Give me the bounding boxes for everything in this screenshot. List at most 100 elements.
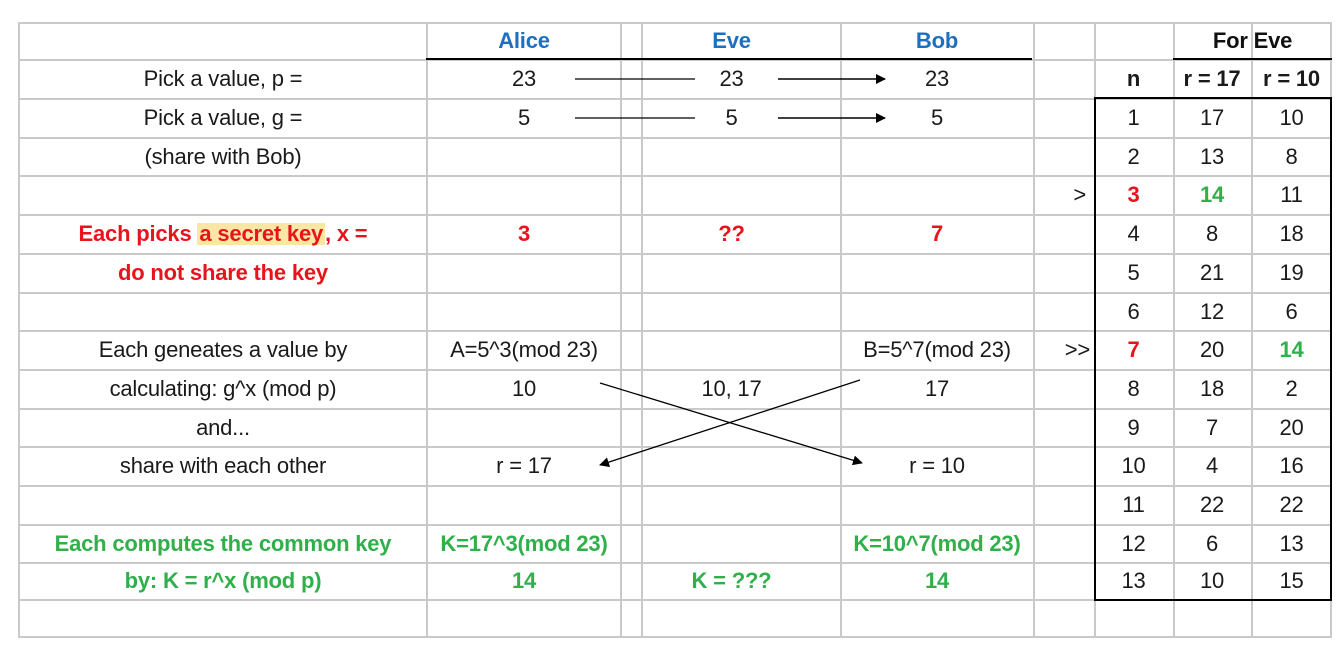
table-cell-r10: 20 <box>1279 414 1304 440</box>
table-cell-r17: 8 <box>1205 221 1219 246</box>
row-marker: >> <box>1064 337 1090 362</box>
r10-column-header: r = 10 <box>1263 66 1320 91</box>
share-with-bob-label: (share with Bob) <box>144 143 302 169</box>
gridline <box>18 485 1332 487</box>
common-key-label-line2: by: K = r^x (mod p) <box>124 568 322 593</box>
eve-secret-key: ?? <box>718 221 745 246</box>
table-cell-r17: 22 <box>1199 492 1225 517</box>
bob-header: Bob <box>915 28 959 53</box>
bob-p-value: 23 <box>924 66 950 91</box>
gridline <box>18 369 1332 371</box>
table-cell-r17: 6 <box>1205 530 1219 556</box>
gridline <box>1173 22 1175 638</box>
table-cell-r10: 13 <box>1279 530 1304 556</box>
table-cell-n: 3 <box>1127 182 1140 207</box>
generate-label-line2: calculating: g^x (mod p) <box>109 376 337 401</box>
table-cell-r17: 4 <box>1205 453 1219 478</box>
table-cell-n: 11 <box>1122 492 1145 517</box>
table-cell-r10: 16 <box>1279 453 1304 478</box>
row-marker: > <box>1073 182 1086 207</box>
r17-column-header: r = 17 <box>1183 66 1241 91</box>
pick-p-label: Pick a value, p = <box>143 66 303 91</box>
gridline <box>18 175 1332 177</box>
secret-key-highlight: a secret key <box>197 221 326 246</box>
bob-formula: B=5^7(mod 23) <box>863 337 1011 362</box>
bob-received-r: r = 10 <box>909 453 965 478</box>
gridline <box>18 214 1332 216</box>
common-key-label-line1: Each computes the common key <box>54 530 392 556</box>
alice-common-key: 14 <box>511 568 537 593</box>
table-cell-r10: 15 <box>1279 568 1304 593</box>
gridline <box>18 562 1332 564</box>
alice-p-value: 23 <box>511 66 537 91</box>
alice-secret-key: 3 <box>517 221 531 246</box>
header-underline <box>1173 58 1332 60</box>
alice-public-value: 10 <box>511 376 537 401</box>
gridline <box>18 599 1332 601</box>
alice-received-r: r = 17 <box>496 453 552 478</box>
gridline <box>641 22 643 638</box>
bob-secret-key: 7 <box>930 221 944 246</box>
gridline <box>620 22 622 638</box>
table-cell-r10: 8 <box>1285 143 1298 169</box>
n-column-header: n <box>1126 66 1141 91</box>
table-cell-r17: 17 <box>1199 105 1225 130</box>
table-cell-n: 10 <box>1121 453 1146 478</box>
gridline <box>1251 22 1253 638</box>
eve-common-key: K = ??? <box>691 568 772 593</box>
gridline <box>18 22 1332 24</box>
table-cell-r10: 6 <box>1285 298 1298 324</box>
table-cell-n: 6 <box>1127 298 1140 324</box>
table-border-right <box>1330 97 1332 601</box>
eve-header: Eve <box>712 28 751 53</box>
gridline <box>18 59 1332 61</box>
eve-g-value: 5 <box>725 105 738 130</box>
table-cell-n: 5 <box>1127 260 1140 285</box>
table-cell-r17: 10 <box>1199 568 1225 593</box>
table-border-bottom <box>1094 599 1332 601</box>
gridline <box>18 137 1332 139</box>
table-cell-n: 4 <box>1127 221 1140 246</box>
table-cell-r10: 11 <box>1280 182 1303 207</box>
table-cell-n: 9 <box>1127 414 1140 440</box>
table-cell-r17: 18 <box>1199 376 1225 401</box>
alice-key-formula: K=17^3(mod 23) <box>440 530 608 556</box>
bob-key-formula: K=10^7(mod 23) <box>853 530 1021 556</box>
generate-label-line3: and... <box>196 414 250 440</box>
table-cell-n: 13 <box>1121 568 1146 593</box>
table-cell-r17: 14 <box>1199 182 1225 207</box>
table-cell-r10: 14 <box>1279 337 1304 362</box>
secret-key-label-part1: Each picks <box>78 221 198 246</box>
table-cell-r10: 2 <box>1285 376 1298 401</box>
table-cell-n: 7 <box>1127 337 1140 362</box>
gridline <box>18 524 1332 526</box>
alice-header: Alice <box>498 28 550 53</box>
bob-common-key: 14 <box>924 568 950 593</box>
bob-public-value: 17 <box>924 376 950 401</box>
header-underline <box>426 58 1032 60</box>
table-cell-n: 8 <box>1127 376 1140 401</box>
bob-g-value: 5 <box>930 105 944 130</box>
alice-g-value: 5 <box>517 105 531 130</box>
table-cell-r17: 12 <box>1199 298 1225 324</box>
gridline <box>18 22 20 638</box>
table-cell-r17: 13 <box>1199 143 1225 169</box>
table-border-left <box>1094 97 1096 601</box>
secret-key-label: Each picks a secret key, x = <box>18 214 428 254</box>
gridline <box>18 98 1332 100</box>
gridline <box>18 330 1332 332</box>
gridline <box>18 292 1332 294</box>
gridline <box>18 253 1332 255</box>
do-not-share-label: do not share the key <box>118 260 328 285</box>
table-cell-r10: 18 <box>1279 221 1304 246</box>
generate-label-line1: Each geneates a value by <box>98 337 348 362</box>
table-border-top <box>1094 97 1332 99</box>
table-cell-r17: 7 <box>1205 414 1219 440</box>
gridline <box>840 22 842 638</box>
table-cell-n: 2 <box>1127 143 1140 169</box>
generate-label-line4: share with each other <box>119 453 327 478</box>
for-eve-header: For Eve <box>1212 28 1293 53</box>
eve-p-value: 23 <box>719 66 744 91</box>
table-cell-r17: 20 <box>1199 337 1225 362</box>
